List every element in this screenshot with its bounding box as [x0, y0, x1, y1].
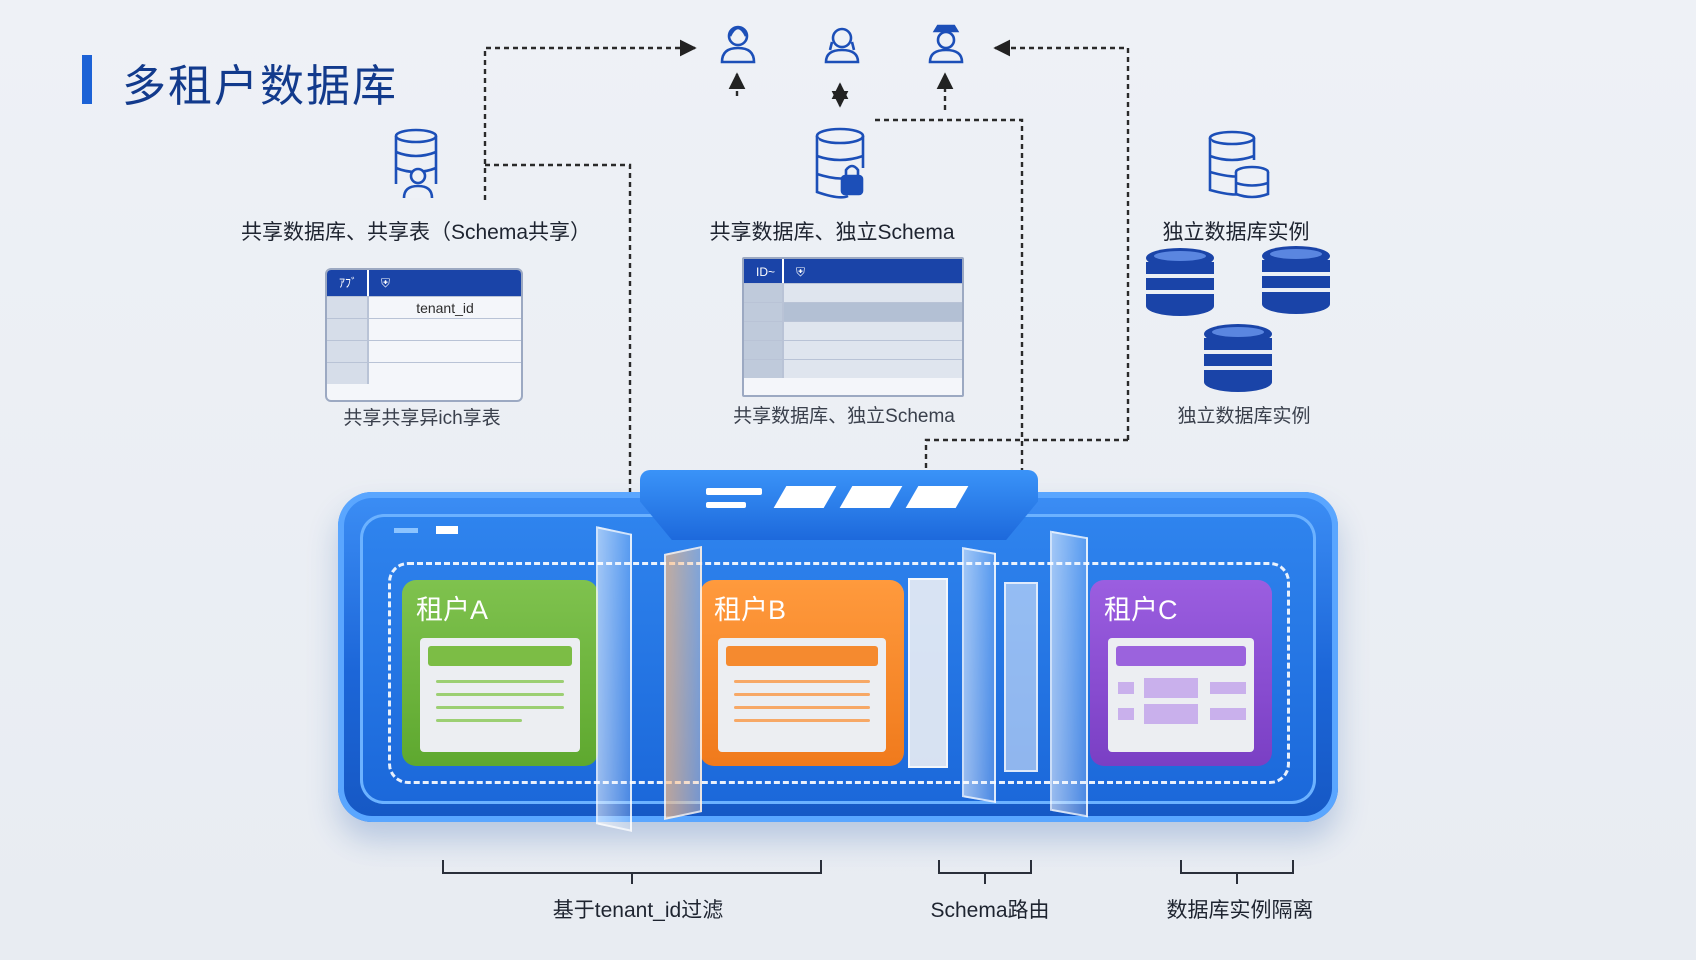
partition-glass	[596, 526, 632, 832]
page-title: 多租户数据库	[122, 62, 398, 111]
isolation-filter-label: 基于tenant_id过滤	[552, 899, 724, 922]
separate-db-label: 独立数据库实例	[1162, 221, 1310, 244]
database-icon	[1262, 246, 1330, 314]
platform-top-panel	[640, 470, 1038, 540]
user-icon	[824, 27, 860, 64]
database-stack-icon	[1208, 130, 1270, 199]
shared-table: ｱﾌﾞ ⛨ tenant_id	[325, 268, 523, 402]
partition-glass	[664, 545, 702, 821]
tenant-id-column: tenant_id	[416, 300, 474, 316]
tenant-b-card: 租户B	[700, 580, 904, 766]
separate-schema-label: 共享数据库、独立Schema	[709, 221, 955, 244]
link-shared-to-users	[483, 39, 697, 200]
partition-glass	[1050, 530, 1088, 818]
database-icon	[1146, 248, 1214, 316]
tenant-b-name: 租户B	[714, 595, 787, 625]
partition-glass	[962, 547, 996, 803]
schema-table: ID~ ⛨	[742, 257, 964, 397]
user-icon	[720, 25, 756, 64]
shared-table-caption: 共享共享异ich享表	[343, 408, 501, 429]
tenant-a-card: 租户A	[402, 580, 598, 766]
database-lock-icon	[815, 127, 865, 199]
link-instance-to-users	[993, 39, 1130, 440]
isolation-routing-label: Schema路由	[930, 899, 1050, 922]
tenant-c-card: 租户C	[1090, 580, 1272, 766]
tenant-c-name: 租户C	[1104, 595, 1178, 625]
separate-db-caption: 独立数据库实例	[1177, 406, 1311, 427]
tenant-a-name: 租户A	[416, 595, 489, 625]
schema-table-caption: 共享数据库、独立Schema	[733, 406, 955, 427]
partition-glass	[1004, 582, 1038, 772]
database-user-icon	[394, 128, 438, 199]
isolation-instance-label: 数据库实例隔离	[1166, 899, 1314, 922]
user-icon	[928, 24, 964, 64]
shared-table-label: 共享数据库、共享表（Schema共享）	[240, 221, 592, 244]
partition-glass	[908, 578, 948, 768]
isolation-zone	[388, 562, 1290, 784]
title-accent-bar	[82, 55, 92, 104]
database-icon	[1204, 324, 1272, 392]
